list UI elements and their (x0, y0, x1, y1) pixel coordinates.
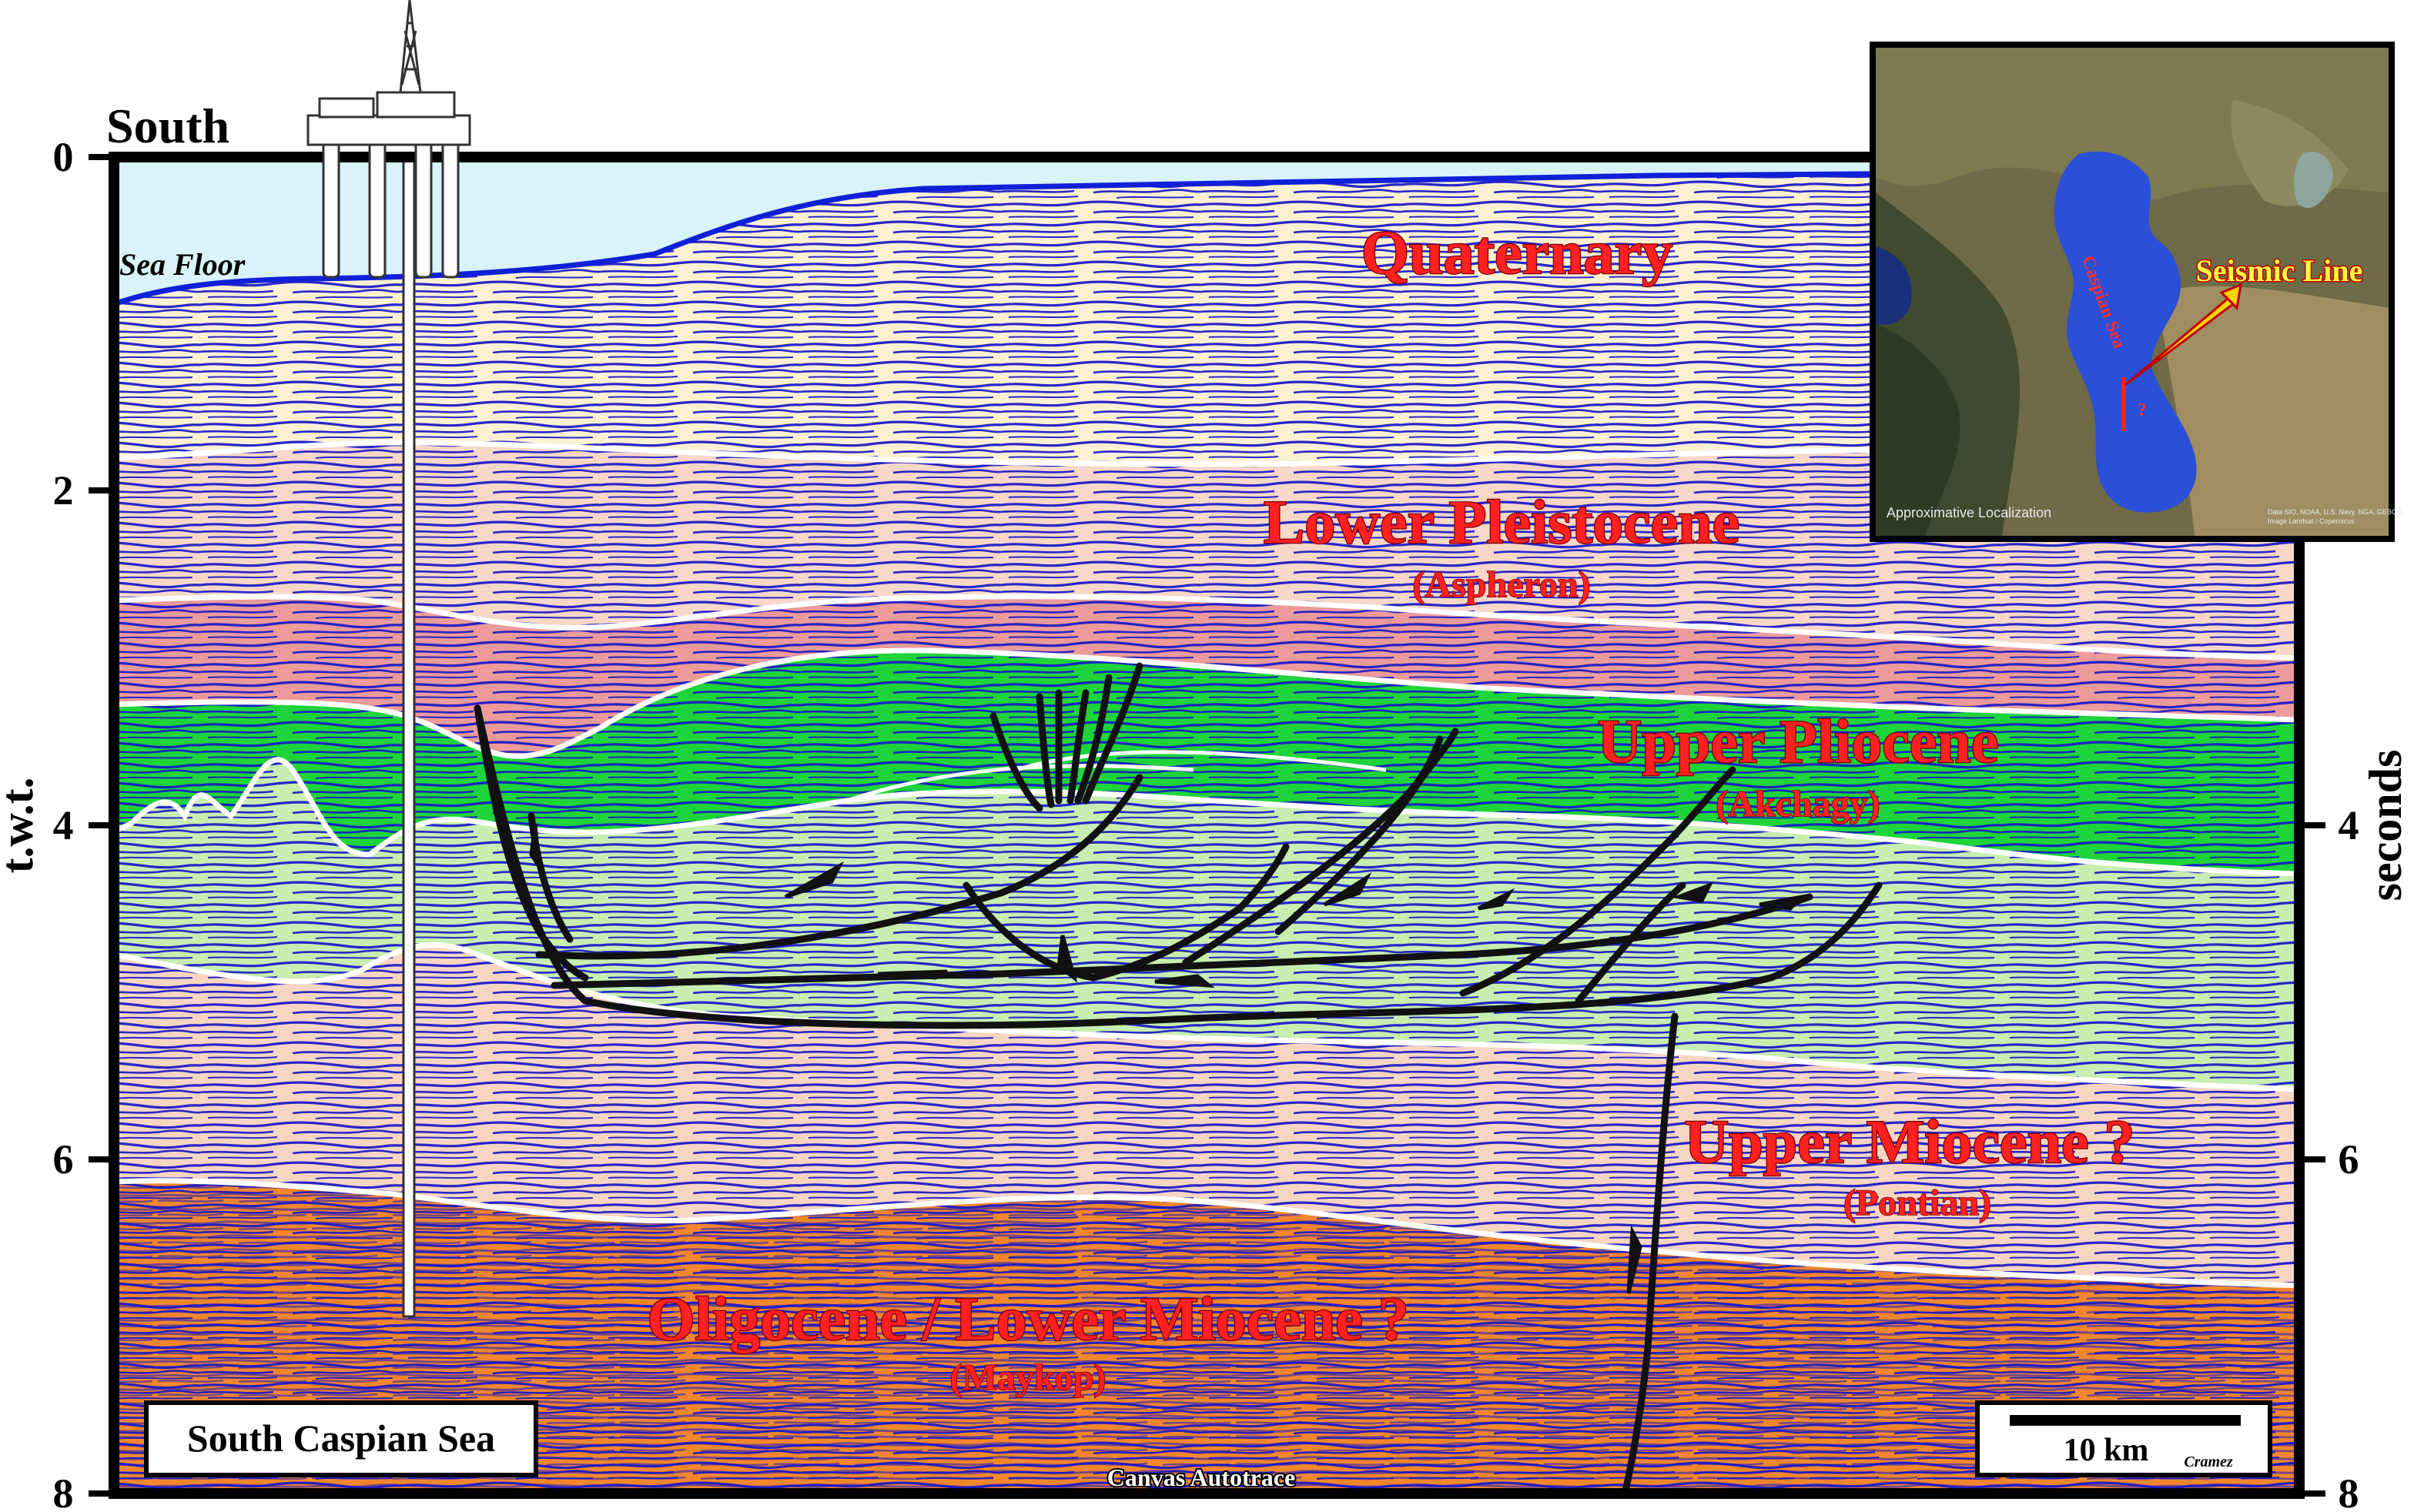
right-tick-4: 4 (2339, 802, 2359, 848)
fault-fan-1 (989, 712, 1043, 812)
sea-floor-label: Sea Floor (119, 247, 246, 282)
left-axis-title: t.w.t. (0, 778, 42, 874)
horizons (114, 440, 2299, 1289)
right-axis: 4 6 8 seconds (2298, 750, 2411, 1512)
inset-image-credit: Image Landsat / Copernicus (2268, 517, 2355, 525)
detachment-mid (535, 774, 1143, 960)
horizon-pleistocene-1 (114, 594, 2299, 661)
inset-caption: Approximative Localization (1887, 505, 2051, 520)
horizon-pleistocene-2 (114, 647, 2299, 759)
left-tick-0: 0 (53, 134, 74, 180)
basement-fault (1621, 1012, 1679, 1494)
slip-arrow-8 (1671, 881, 1714, 903)
label-oligocene: Oligocene / Lower Miocene ? (647, 1286, 1408, 1353)
slip-arrow-3 (1056, 935, 1078, 983)
right-tick-6: 6 (2339, 1136, 2359, 1183)
slip-arrow-2 (784, 861, 844, 899)
left-tick-8: 8 (53, 1470, 74, 1512)
region-box: South Caspian Sea (144, 1400, 538, 1477)
listric-left (474, 704, 589, 982)
fault-right-b (1575, 881, 1686, 1005)
fault-fan-2 (1036, 693, 1055, 808)
right-axis-title: seconds (2360, 750, 2411, 902)
scale-bar-label: 10 km (2064, 1433, 2149, 1468)
fault-fan-4 (1066, 689, 1090, 805)
label-upper-miocene: Upper Miocene ? (1684, 1109, 2134, 1176)
detachment-upper (551, 893, 1813, 989)
sea-floor-line (114, 168, 2299, 307)
slip-arrow-9 (1759, 894, 1808, 911)
label-aspheron: (Aspheron) (1412, 564, 1590, 605)
label-pontian: (Pontian) (1843, 1183, 1991, 1223)
fault-center-d (1274, 728, 1459, 935)
faults (474, 662, 1883, 1494)
slip-arrow-4 (877, 969, 949, 980)
left-tick-6: 6 (53, 1136, 74, 1183)
drilling-platform-icon (306, 0, 471, 279)
inset-question-mark: ? (2138, 400, 2147, 420)
label-lower-pleistocene: Lower Pleistocene (1264, 489, 1739, 557)
label-akchagy: (Akchagy) (1716, 784, 1880, 825)
direction-label: South (106, 99, 229, 153)
horizon-base-pliocene (114, 942, 2299, 1092)
fault-fan-6 (1082, 662, 1143, 805)
slip-arrow-1 (529, 823, 541, 868)
caspian-sea-shape (2054, 151, 2197, 513)
region-label: South Caspian Sea (187, 1417, 495, 1460)
reflector-texture (114, 171, 2299, 1494)
reflector-texture-deep (114, 1180, 2299, 1494)
fault-center-a (963, 881, 1097, 982)
horizon-top-pliocene (114, 757, 2299, 877)
author-credit: Cramez (2184, 1453, 2233, 1470)
water-column (114, 157, 2299, 304)
slip-arrows (529, 823, 1808, 1294)
fault-right-a (1459, 766, 1736, 997)
horizon-base-pontian (114, 1178, 2299, 1289)
right-tick-8: 8 (2339, 1470, 2359, 1512)
label-maykop: (Maykop) (950, 1357, 1107, 1398)
seismic-layers (114, 157, 2299, 1494)
label-upper-pliocene: Upper Pliocene (1598, 708, 1999, 776)
label-quaternary: Quaternary (1361, 219, 1672, 287)
left-tick-4: 4 (53, 802, 74, 848)
scale-bar: 10 km Cramez (1975, 1400, 2272, 1477)
left-tick-2: 2 (53, 467, 74, 513)
well-borehole (402, 157, 416, 1318)
slip-arrow-5 (1154, 974, 1215, 988)
fault-fan-5 (1074, 674, 1113, 805)
slip-arrow-7 (1477, 888, 1515, 911)
inset-data-credit: Data SIO, NOAA, U.S. Navy, NGA, GEBCO (2268, 508, 2402, 516)
unit-labels: Quaternary Lower Pleistocene (Aspheron) … (646, 219, 2136, 1399)
fault-center-b (1090, 843, 1290, 982)
inset-map: Seismic Line Caspian Sea ? Approximative… (1870, 42, 2402, 542)
inset-seismic-line-label: Seismic Line (2196, 253, 2363, 288)
left-axis: 0 2 4 6 8 t.w.t. (0, 134, 116, 1512)
slip-arrow-6 (1323, 872, 1372, 907)
slip-arrow-10 (1626, 1224, 1642, 1294)
canvas-autotrace-credit: Canvas Autotrace (1107, 1463, 1295, 1491)
